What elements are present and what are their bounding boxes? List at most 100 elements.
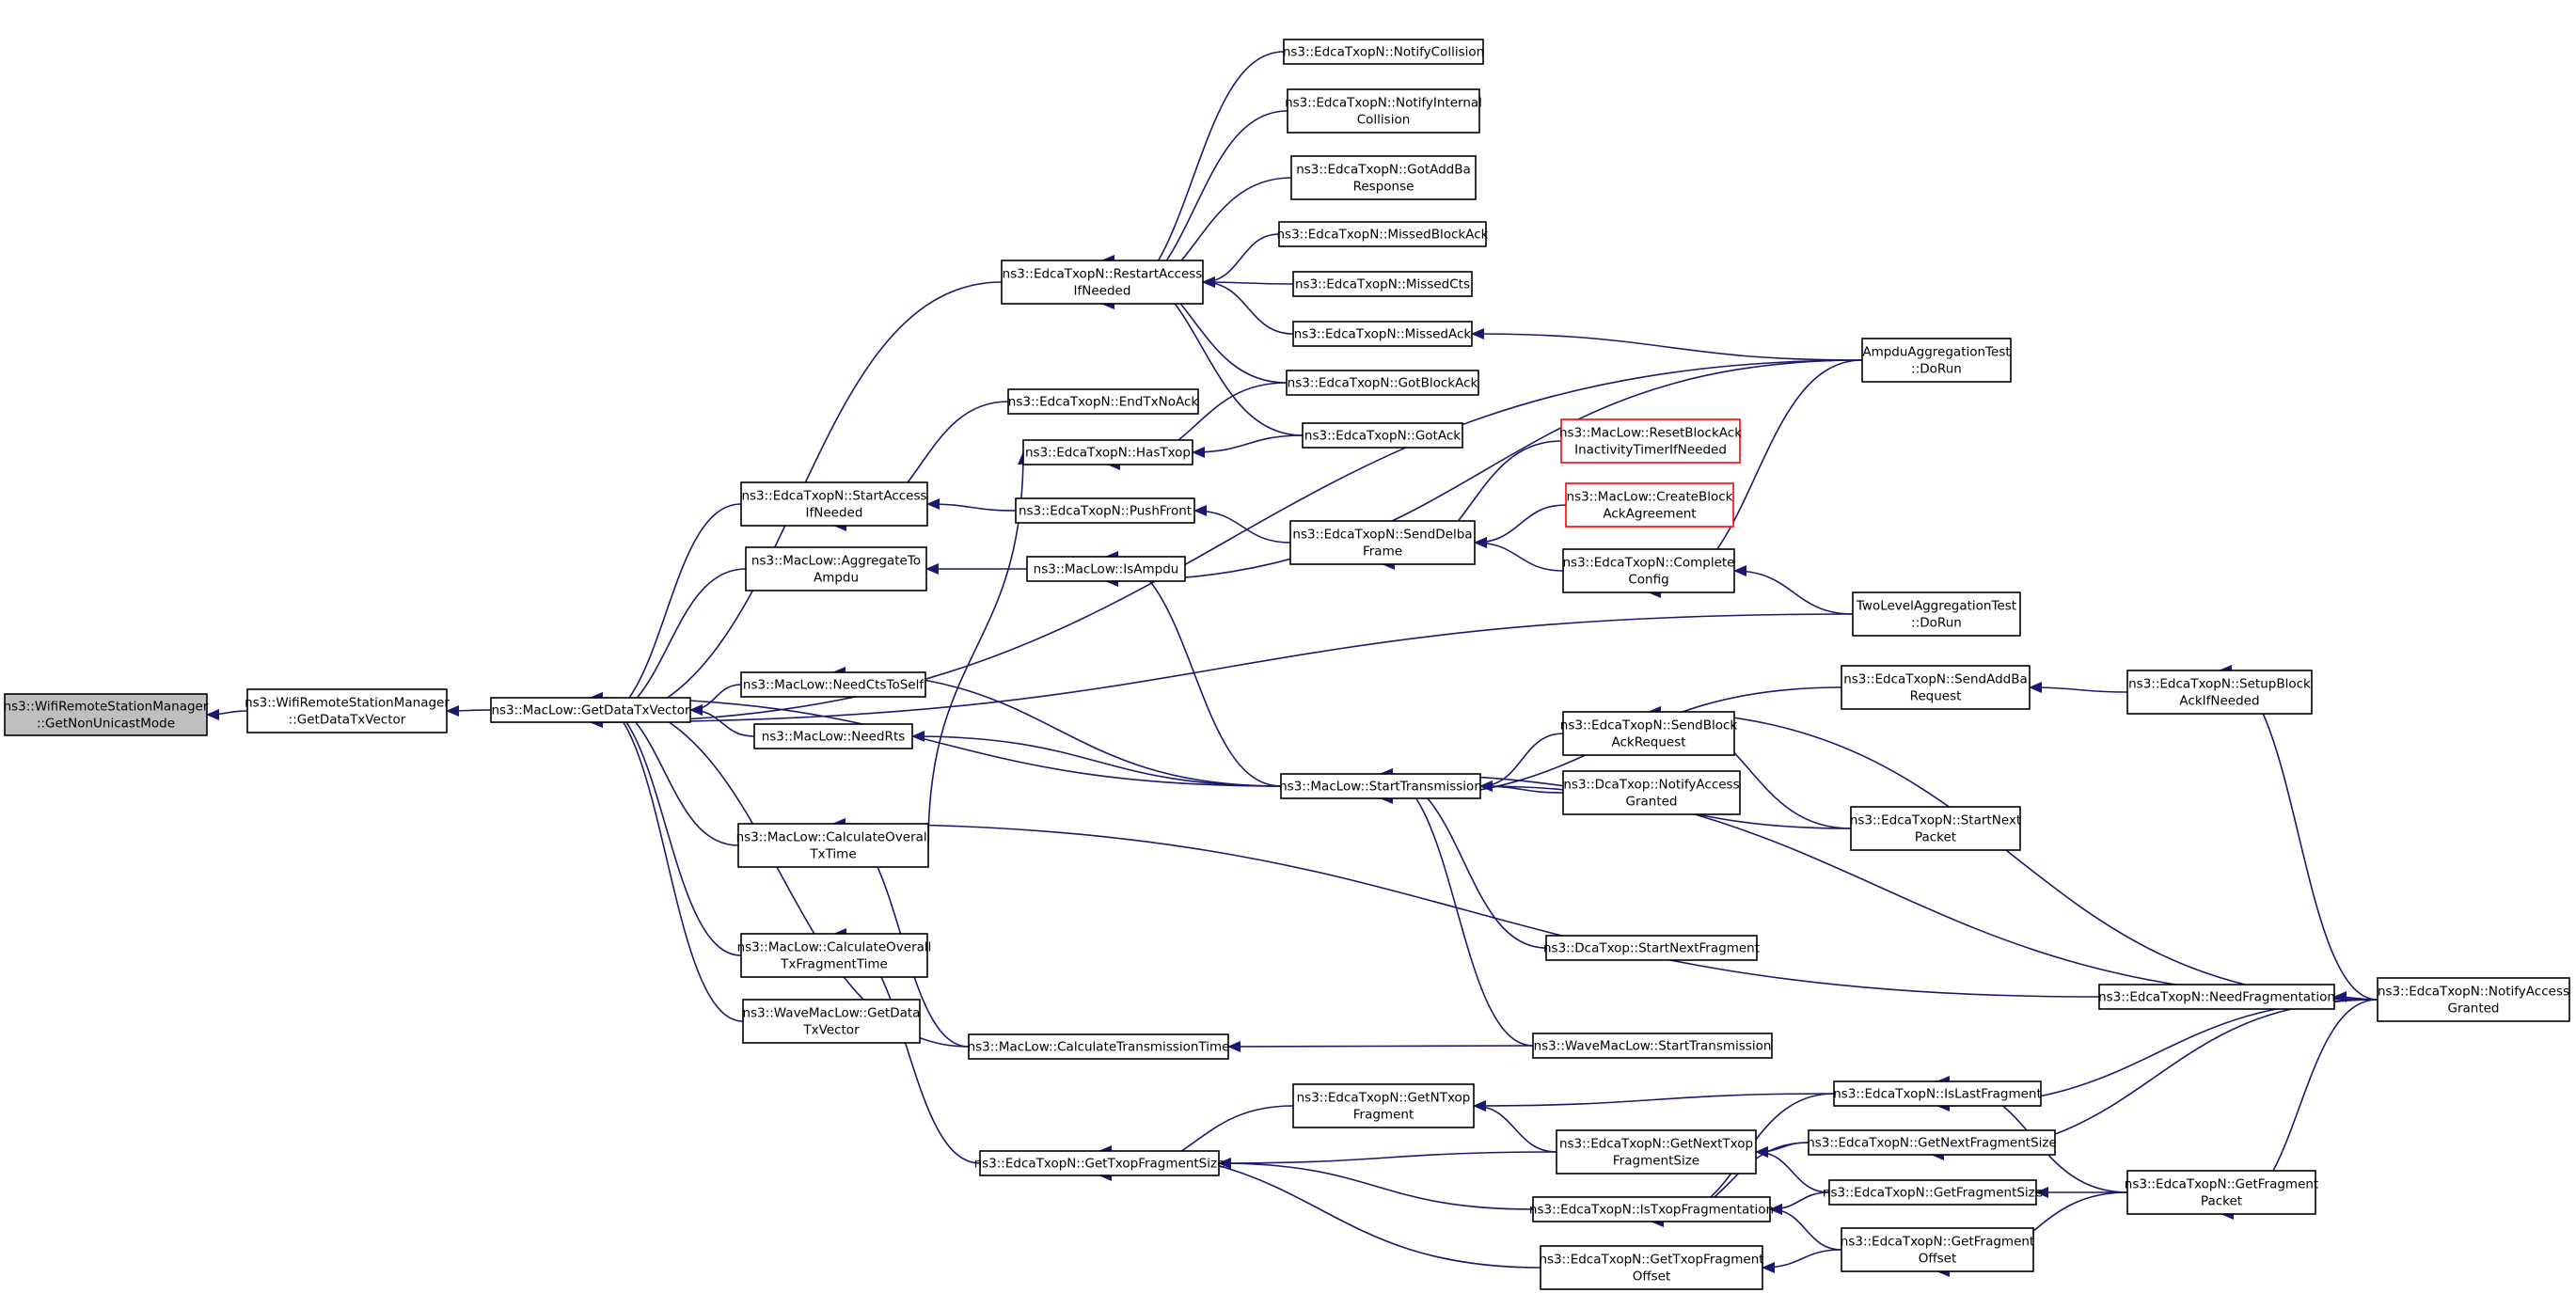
node-isampdu[interactable]: ns3::MacLow::IsAmpdu <box>1026 556 1186 582</box>
node-label: ns3::EdcaTxopN::MissedCts <box>1295 277 1470 292</box>
node-gettxopfragsize[interactable]: ns3::EdcaTxopN::GetTxopFragmentSize <box>974 1150 1225 1176</box>
node-label: ns3::WifiRemoteStationManager <box>245 696 450 711</box>
edge-pushfront-to-startaccess <box>926 498 1017 512</box>
node-label: ::GetNonUnicastMode <box>37 717 175 732</box>
node-endtxnoack[interactable]: ns3::EdcaTxopN::EndTxNoAck <box>1007 388 1199 415</box>
node-missedcts[interactable]: ns3::EdcaTxopN::MissedCts <box>1292 271 1473 297</box>
node-box <box>1532 1033 1773 1059</box>
node-box <box>2126 670 2313 715</box>
node-box <box>1292 321 1473 347</box>
node-box <box>1001 260 1204 305</box>
node-box <box>740 481 928 527</box>
node-label: ns3::MacLow::AggregateTo <box>751 554 921 569</box>
node-notifycollision[interactable]: ns3::EdcaTxopN::NotifyCollision <box>1283 39 1484 65</box>
node-label: ns3::MacLow::CalculateTransmissionTime <box>968 1040 1230 1055</box>
node-box <box>1562 548 1735 593</box>
node-calcoverallfrag[interactable]: ns3::MacLow::CalculateOverallTxFragmentT… <box>737 933 932 978</box>
node-missedblockack[interactable]: ns3::EdcaTxopN::MissedBlockAck <box>1276 221 1489 247</box>
edge-getfragsize-to-getnexttxopfrag <box>1755 1146 1830 1193</box>
edge-startaccess-to-maclow-getdatatx <box>590 503 742 728</box>
node-wavegetdata[interactable]: ns3::WaveMacLow::GetDataTxVector <box>742 999 921 1044</box>
node-box <box>1007 388 1199 415</box>
node-box <box>1841 1227 2034 1272</box>
edge-needrts-to-maclow-getdatatx <box>689 704 755 737</box>
edge-completeconfig-to-senddelba <box>1474 537 1564 572</box>
node-needfragmentation[interactable]: ns3::EdcaTxopN::NeedFragmentation <box>2098 984 2335 1010</box>
node-label: ns3::EdcaTxopN::EndTxNoAck <box>1008 395 1199 410</box>
node-label: ns3::DcaTxop::NotifyAccess <box>1563 778 1739 793</box>
node-missedack[interactable]: ns3::EdcaTxopN::MissedAck <box>1292 321 1473 347</box>
node-needctstoself[interactable]: ns3::MacLow::NeedCtsToSelf <box>740 671 926 698</box>
node-istxopfrag[interactable]: ns3::EdcaTxopN::IsTxopFragmentation <box>1529 1196 1774 1222</box>
node-box <box>740 671 926 698</box>
node-getfragsize[interactable]: ns3::EdcaTxopN::GetFragmentSize <box>1823 1179 2043 1206</box>
node-label: AckRequest <box>1611 735 1685 750</box>
node-label: ns3::MacLow::StartTransmission <box>1279 780 1482 795</box>
node-box <box>745 546 927 591</box>
node-box <box>2098 984 2335 1010</box>
node-pushfront[interactable]: ns3::EdcaTxopN::PushFront <box>1015 497 1195 524</box>
node-maclow-getdatatx[interactable]: ns3::MacLow::GetDataTxVector <box>490 697 691 723</box>
node-box <box>1026 556 1186 582</box>
node-gotblockack[interactable]: ns3::EdcaTxopN::GotBlockAck <box>1286 370 1479 396</box>
node-wrsm-getdatatx[interactable]: ns3::WifiRemoteStationManager::GetDataTx… <box>245 688 450 733</box>
node-box <box>740 933 928 978</box>
node-gotack[interactable]: ns3::EdcaTxopN::GotAck <box>1302 422 1463 449</box>
node-wavestarttrans[interactable]: ns3::WaveMacLow::StartTransmission <box>1532 1033 1773 1059</box>
node-dcastartnextfrag[interactable]: ns3::DcaTxop::StartNextFragment <box>1543 935 1760 961</box>
node-label: Offset <box>1919 1252 1957 1267</box>
node-label: ns3::MacLow::NeedRts <box>762 730 906 745</box>
node-needrts[interactable]: ns3::MacLow::NeedRts <box>753 723 913 749</box>
node-box <box>1808 1129 2056 1156</box>
node-label: ns3::EdcaTxopN::SendDelba <box>1292 528 1472 543</box>
node-label: ns3::EdcaTxopN::NotifyAccess <box>2378 985 2569 1000</box>
node-box <box>1290 155 1477 200</box>
node-box <box>1302 422 1463 449</box>
node-box <box>2126 1170 2316 1215</box>
node-calctranstime[interactable]: ns3::MacLow::CalculateTransmissionTime <box>968 1033 1230 1060</box>
node-box <box>1565 482 1734 528</box>
node-label: ns3::EdcaTxopN::GotBlockAck <box>1288 376 1478 391</box>
node-box <box>1850 806 2021 851</box>
node-label: ns3::EdcaTxopN::MissedAck <box>1294 327 1472 342</box>
node-label: ns3::EdcaTxopN::SetupBlock <box>2128 677 2311 692</box>
node-starttransmission[interactable]: ns3::MacLow::StartTransmission <box>1279 773 1482 799</box>
node-root[interactable]: ns3::WifiRemoteStationManager::GetNonUni… <box>4 693 209 736</box>
node-twoleveltest[interactable]: TwoLevelAggregationTest::DoRun <box>1852 591 2021 637</box>
node-label: ns3::EdcaTxopN::RestartAccess <box>1003 267 1203 282</box>
node-label: ns3::EdcaTxopN::NotifyInternal <box>1285 96 1482 111</box>
node-label: ns3::MacLow::CalculateOverall <box>737 940 932 955</box>
node-box <box>2377 977 2570 1022</box>
edge-dcastartnextfrag-to-starttransmission <box>1380 768 1547 949</box>
node-hastxop[interactable]: ns3::EdcaTxopN::HasTxop <box>1022 439 1193 465</box>
edge-twoleveltest-to-maclow-getdatatx <box>590 613 1854 728</box>
node-getnextfragsize[interactable]: ns3::EdcaTxopN::GetNextFragmentSize <box>1807 1129 2057 1156</box>
edge-getfragsize-to-istxopfrag <box>1769 1191 1830 1215</box>
edge-missedack-to-restartaccess <box>1202 276 1294 335</box>
node-islastfragment[interactable]: ns3::EdcaTxopN::IsLastFragment <box>1833 1080 2042 1107</box>
node-ampdutest[interactable]: AmpduAggregationTest::DoRun <box>1861 338 2012 383</box>
node-label: ns3::MacLow::ResetBlockAck <box>1559 426 1742 441</box>
node-box <box>753 723 913 749</box>
node-resetblockack[interactable]: ns3::MacLow::ResetBlockAckInactivityTime… <box>1559 418 1742 464</box>
